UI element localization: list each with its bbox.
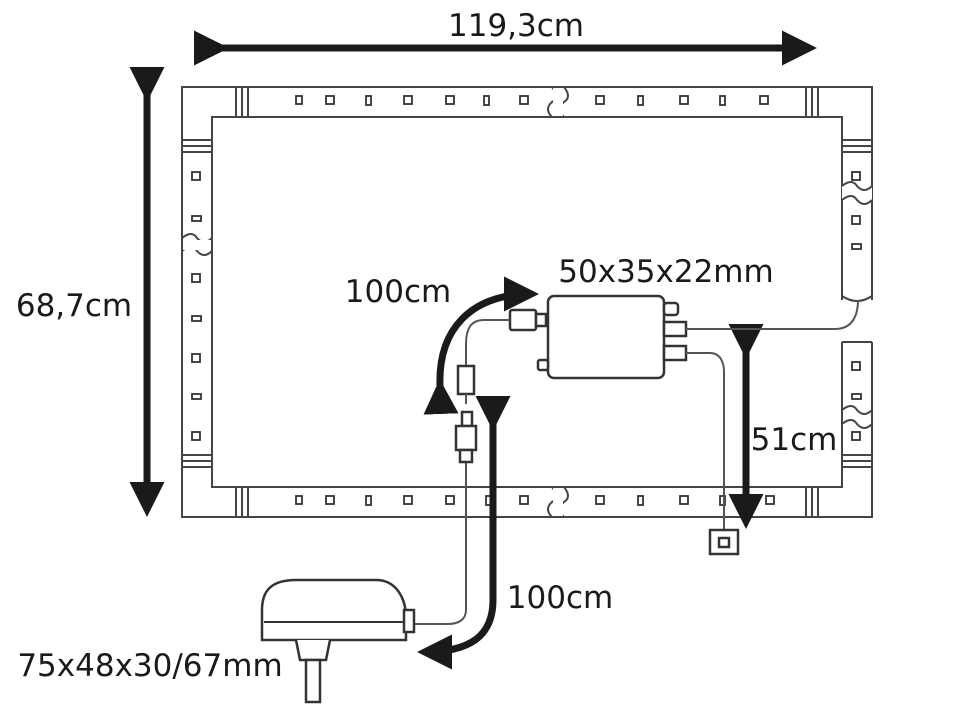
controller-cable-arrow bbox=[423, 276, 539, 415]
width-label: 119,3cm bbox=[448, 8, 584, 44]
sensor-cable-label: 51cm bbox=[751, 422, 838, 458]
psu-size-label: 75x48x30/67mm bbox=[17, 648, 282, 684]
power-supply bbox=[260, 578, 416, 704]
psu-cable-label: 100cm bbox=[507, 580, 613, 616]
height-label: 68,7cm bbox=[16, 288, 132, 324]
controller-wiring bbox=[404, 299, 859, 625]
led-strip-frame bbox=[181, 86, 874, 518]
controller-size-label: 50x35x22mm bbox=[558, 254, 773, 290]
psu-cable-arrow bbox=[417, 396, 511, 670]
controller-cable-label: 100cm bbox=[345, 274, 451, 310]
sensor bbox=[708, 528, 740, 556]
plug-connectors bbox=[454, 364, 478, 464]
